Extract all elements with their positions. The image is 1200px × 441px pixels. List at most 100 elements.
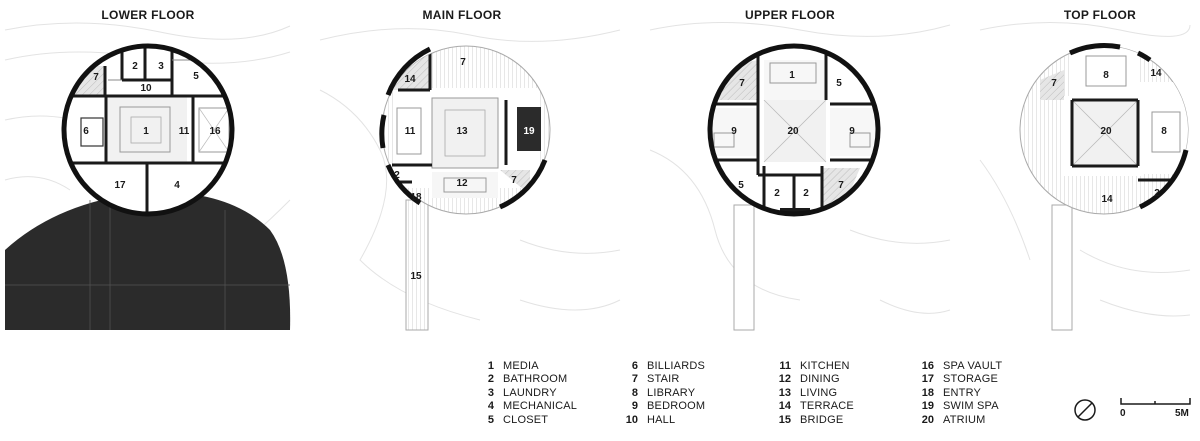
legend-item: 1 MEDIA [478, 360, 622, 373]
legend-label: BRIDGE [800, 413, 844, 426]
room-number-label: 16 [209, 126, 221, 137]
room-number-label: 13 [456, 126, 468, 137]
floor-title-upper: UPPER FLOOR [745, 8, 835, 22]
legend-number: 4 [487, 400, 494, 413]
room-number-label: 14 [1101, 194, 1113, 205]
legend-label: LAUNDRY [503, 386, 557, 399]
floor-title-top: TOP FLOOR [1063, 8, 1137, 22]
room-number-label: 20 [1100, 126, 1112, 137]
room-number-label: 19 [523, 126, 535, 137]
legend-label: TERRACE [800, 400, 854, 413]
legend-label: LIVING [800, 386, 838, 399]
room-number-label: 4 [174, 180, 180, 191]
bridge [733, 204, 755, 331]
legend-item: 11 KITCHEN [775, 360, 918, 373]
legend-item: 4 MECHANICAL [478, 400, 622, 413]
lower-floor-plan: 7 2 3 5 10 6 1 11 16 17 4 [5, 43, 291, 330]
legend-number: 3 [487, 386, 494, 399]
legend-label: ATRIUM [943, 413, 986, 426]
legend-number: 20 [921, 413, 934, 426]
room-number-label: 9 [849, 126, 855, 137]
scale-bar-start-label: 0 [1120, 408, 1126, 419]
room-number-label: 18 [410, 192, 422, 203]
legend-item: 20 ATRIUM [918, 414, 1038, 427]
legend-number: 16 [921, 360, 934, 372]
room-number-label: 1 [789, 70, 795, 81]
legend-label: SPA VAULT [943, 360, 1003, 372]
room-number-label: 7 [1051, 78, 1057, 89]
legend-item: 10 HALL [622, 414, 775, 427]
room-number-label: 10 [140, 83, 152, 94]
room-number-label: 7 [838, 180, 844, 191]
room-number-label: 14 [1150, 68, 1162, 79]
legend-number: 12 [778, 373, 791, 386]
legend-item: 19 SWIM SPA [918, 400, 1038, 413]
room-number-label: 8 [1103, 70, 1109, 81]
floor-title-main: MAIN FLOOR [422, 8, 502, 22]
room-number-label: 9 [731, 126, 737, 137]
legend-label: DINING [800, 373, 840, 386]
legend-item: 2 BATHROOM [478, 373, 622, 386]
room-number-label: 17 [114, 180, 126, 191]
legend-label: ENTRY [943, 386, 982, 399]
legend-label: LIBRARY [647, 386, 696, 399]
room-number-label: 5 [738, 180, 744, 191]
room-number-label: 2 [1154, 188, 1160, 199]
legend-number: 17 [921, 373, 934, 386]
floor-title-lower: LOWER FLOOR [101, 8, 195, 22]
room-number-label: 11 [179, 126, 190, 137]
scale-bar-end-label: 5M [1175, 408, 1189, 419]
legend-number: 2 [487, 373, 494, 386]
room-number-label: 7 [739, 78, 745, 89]
legend-number: 11 [779, 360, 791, 372]
legend-item: 16 SPA VAULT [918, 360, 1038, 373]
legend-label: BATHROOM [503, 373, 568, 386]
room-number-label: 20 [787, 126, 799, 137]
north-arrow-icon [1074, 399, 1096, 421]
legend-label: CLOSET [503, 413, 549, 426]
legend-item: 3 LAUNDRY [478, 387, 622, 400]
room-number-label: 2 [132, 61, 138, 72]
legend-label: MECHANICAL [503, 400, 578, 413]
legend-item: 18 ENTRY [918, 387, 1038, 400]
room-number-label: 15 [410, 271, 422, 282]
top-floor-plan: 7 8 14 20 8 14 2 [1019, 43, 1189, 331]
room-number-label: 7 [460, 57, 466, 68]
legend-label: HALL [647, 413, 676, 426]
legend-label: SWIM SPA [943, 400, 999, 413]
room-number-label: 7 [93, 72, 99, 83]
room-number-label: 8 [1161, 126, 1167, 137]
legend-label: MEDIA [503, 360, 539, 372]
room-number-label: 5 [193, 71, 199, 82]
scale-bar [1120, 398, 1191, 405]
legend-label: STAIR [647, 373, 680, 386]
upper-floor-plan: 7 1 5 9 20 9 5 2 2 7 [707, 43, 881, 331]
legend-number: 6 [631, 360, 638, 372]
legend-label: BEDROOM [647, 400, 706, 413]
room-number-label: 2 [774, 188, 780, 199]
legend-number: 18 [921, 386, 934, 399]
legend-number: 1 [487, 360, 494, 372]
legend-number: 9 [631, 400, 638, 413]
legend-number: 19 [921, 400, 934, 413]
bridge [1051, 204, 1073, 331]
legend-item: 15 BRIDGE [775, 414, 918, 427]
legend-number: 8 [631, 386, 638, 399]
legend-number: 10 [625, 413, 638, 426]
room-number-label: 1 [143, 126, 149, 137]
legend-number: 7 [631, 373, 638, 386]
room-number-label: 2 [803, 188, 809, 199]
legend-item: 8 LIBRARY [622, 387, 775, 400]
legend-label: KITCHEN [800, 360, 850, 372]
legend-item: 12 DINING [775, 373, 918, 386]
legend-number: 15 [778, 413, 791, 426]
room-number-label: 11 [405, 126, 416, 137]
